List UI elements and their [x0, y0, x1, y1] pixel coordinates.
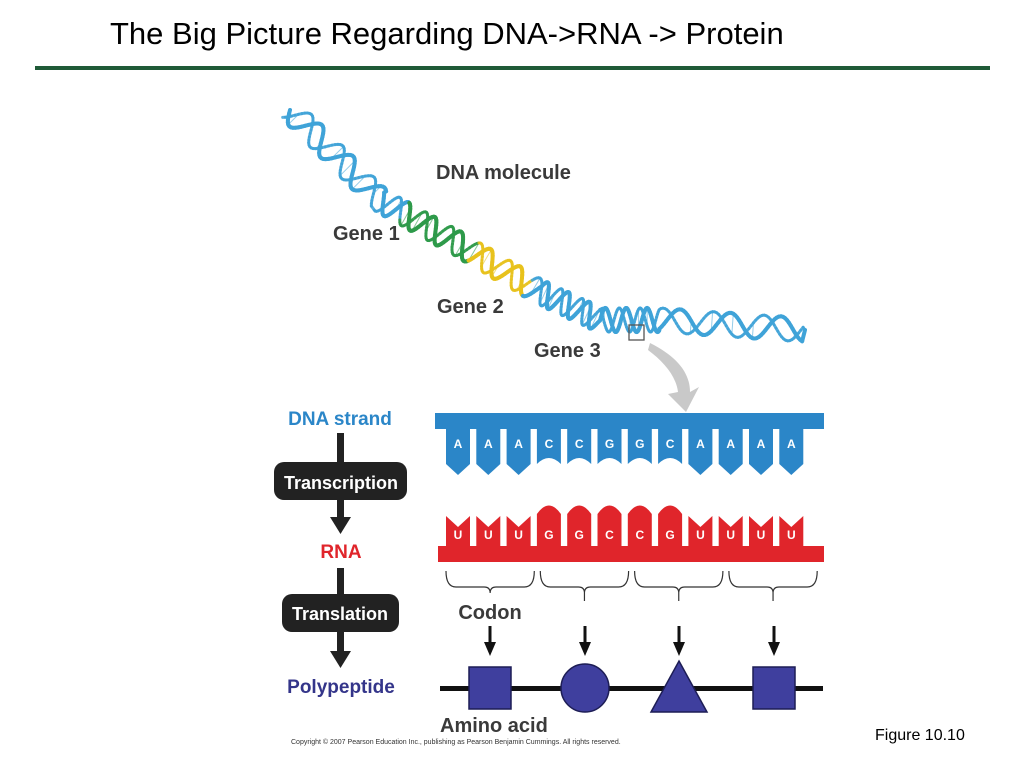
- codon-bracket: [539, 570, 630, 594]
- rna-base-letter: U: [514, 528, 523, 542]
- dna-base-letter: A: [787, 437, 796, 451]
- codon-brackets: [445, 570, 818, 601]
- amino-acid-square: [468, 666, 512, 710]
- rna-base: [779, 516, 804, 547]
- dna-base: [749, 428, 773, 475]
- rna-base-letter: G: [575, 528, 584, 542]
- dna-base: [658, 428, 683, 464]
- dna-base-letter: C: [545, 437, 554, 451]
- amino-acid-triangle: [649, 659, 709, 713]
- rna-base-letter: U: [726, 528, 735, 542]
- gene-3-label: Gene 3: [534, 340, 601, 362]
- dna-base: [688, 428, 713, 475]
- rna-label: RNA: [320, 542, 361, 563]
- gene-2-label: Gene 2: [437, 296, 504, 318]
- flow-arrow-head: [330, 517, 351, 534]
- dna-base-letter: A: [514, 437, 523, 451]
- dna-base: [446, 428, 470, 475]
- dna-base: [779, 428, 804, 475]
- rna-base: [627, 505, 652, 547]
- codon-bracket: [634, 570, 724, 594]
- amino-acid-label: Amino acid: [440, 715, 548, 737]
- dna-base-letter: A: [484, 437, 493, 451]
- dna-base-letter: C: [575, 437, 584, 451]
- dna-base: [476, 428, 501, 475]
- codon-arrow-head: [484, 642, 496, 656]
- dna-base-letter: A: [757, 437, 766, 451]
- rna-base-letter: U: [787, 528, 796, 542]
- codon-to-amino-acid-arrows: [484, 626, 780, 656]
- codon-arrow-head: [673, 642, 685, 656]
- transcription-label: Transcription: [284, 473, 398, 493]
- rna-base-letter: C: [605, 528, 614, 542]
- dna-strand-label: DNA strand: [288, 409, 392, 430]
- dna-base: [567, 428, 592, 464]
- gene-1-label: Gene 1: [333, 223, 400, 245]
- dna-base: [718, 428, 743, 475]
- rna-base-letter: U: [484, 528, 493, 542]
- dna-base-letter: G: [605, 437, 614, 451]
- rna-base-letter: U: [696, 528, 705, 542]
- dna-strand-backbone: [435, 413, 824, 429]
- codon-bracket: [728, 570, 818, 594]
- dna-base-letter: A: [726, 437, 735, 451]
- rna-base: [506, 516, 531, 547]
- rna-base: [688, 516, 713, 547]
- amino-acid-circle: [560, 663, 610, 713]
- rna-base: [749, 516, 773, 547]
- rna-base: [536, 505, 561, 547]
- rna-base: [446, 516, 470, 547]
- flow-arrow-shaft: [337, 499, 344, 519]
- copyright-notice: Copyright © 2007 Pearson Education Inc.,…: [291, 739, 621, 746]
- flow-arrow-head: [330, 651, 351, 668]
- rna-base-letter: G: [665, 528, 674, 542]
- codon-arrow-head: [579, 642, 591, 656]
- slide-title: The Big Picture Regarding DNA->RNA -> Pr…: [110, 16, 784, 51]
- rna-base-letter: C: [635, 528, 644, 542]
- codon-label: Codon: [458, 602, 521, 624]
- rna-base-letter: G: [544, 528, 553, 542]
- dna-base: [627, 428, 652, 464]
- codon-arrow-head: [768, 642, 780, 656]
- rna-strand-backbone: [438, 546, 824, 562]
- codon-arrow-shaft: [677, 626, 681, 644]
- rna-base-letter: U: [757, 528, 766, 542]
- translation-box: [282, 594, 399, 632]
- codon-bracket: [445, 570, 535, 594]
- amino-acid-chain: [468, 659, 796, 713]
- rna-base: [718, 516, 743, 547]
- dna-base-letter: A: [454, 437, 463, 451]
- codon-arrow-shaft: [772, 626, 776, 644]
- transcription-box: [274, 462, 407, 500]
- dna-molecule-label: DNA molecule: [436, 162, 571, 184]
- flow-arrow-shaft: [337, 568, 344, 595]
- zoom-box: [628, 324, 645, 341]
- title-rule: [35, 66, 990, 70]
- dna-base-letter: G: [635, 437, 644, 451]
- amino-acid-square: [752, 666, 796, 710]
- flow-arrow-shaft: [337, 433, 344, 463]
- translation-label: Translation: [292, 604, 388, 624]
- flow-arrow-shaft: [337, 631, 344, 653]
- rna-base-letter: U: [454, 528, 463, 542]
- codon-arrow-shaft: [583, 626, 587, 644]
- zoom-arrow: [648, 343, 699, 412]
- dna-base: [506, 428, 531, 475]
- polypeptide-chain: [440, 686, 823, 691]
- figure-caption: Figure 10.10: [875, 727, 965, 744]
- rna-base: [658, 505, 683, 547]
- rna-base: [567, 505, 592, 547]
- dna-base-letter: C: [666, 437, 675, 451]
- rna-base: [476, 516, 501, 547]
- dna-base: [536, 428, 561, 464]
- dna-base: [597, 428, 622, 464]
- dna-helix: [281, 108, 807, 344]
- codon-arrow-shaft: [488, 626, 492, 644]
- rna-base: [597, 505, 622, 547]
- dna-base-letter: A: [696, 437, 705, 451]
- polypeptide-label: Polypeptide: [287, 677, 395, 698]
